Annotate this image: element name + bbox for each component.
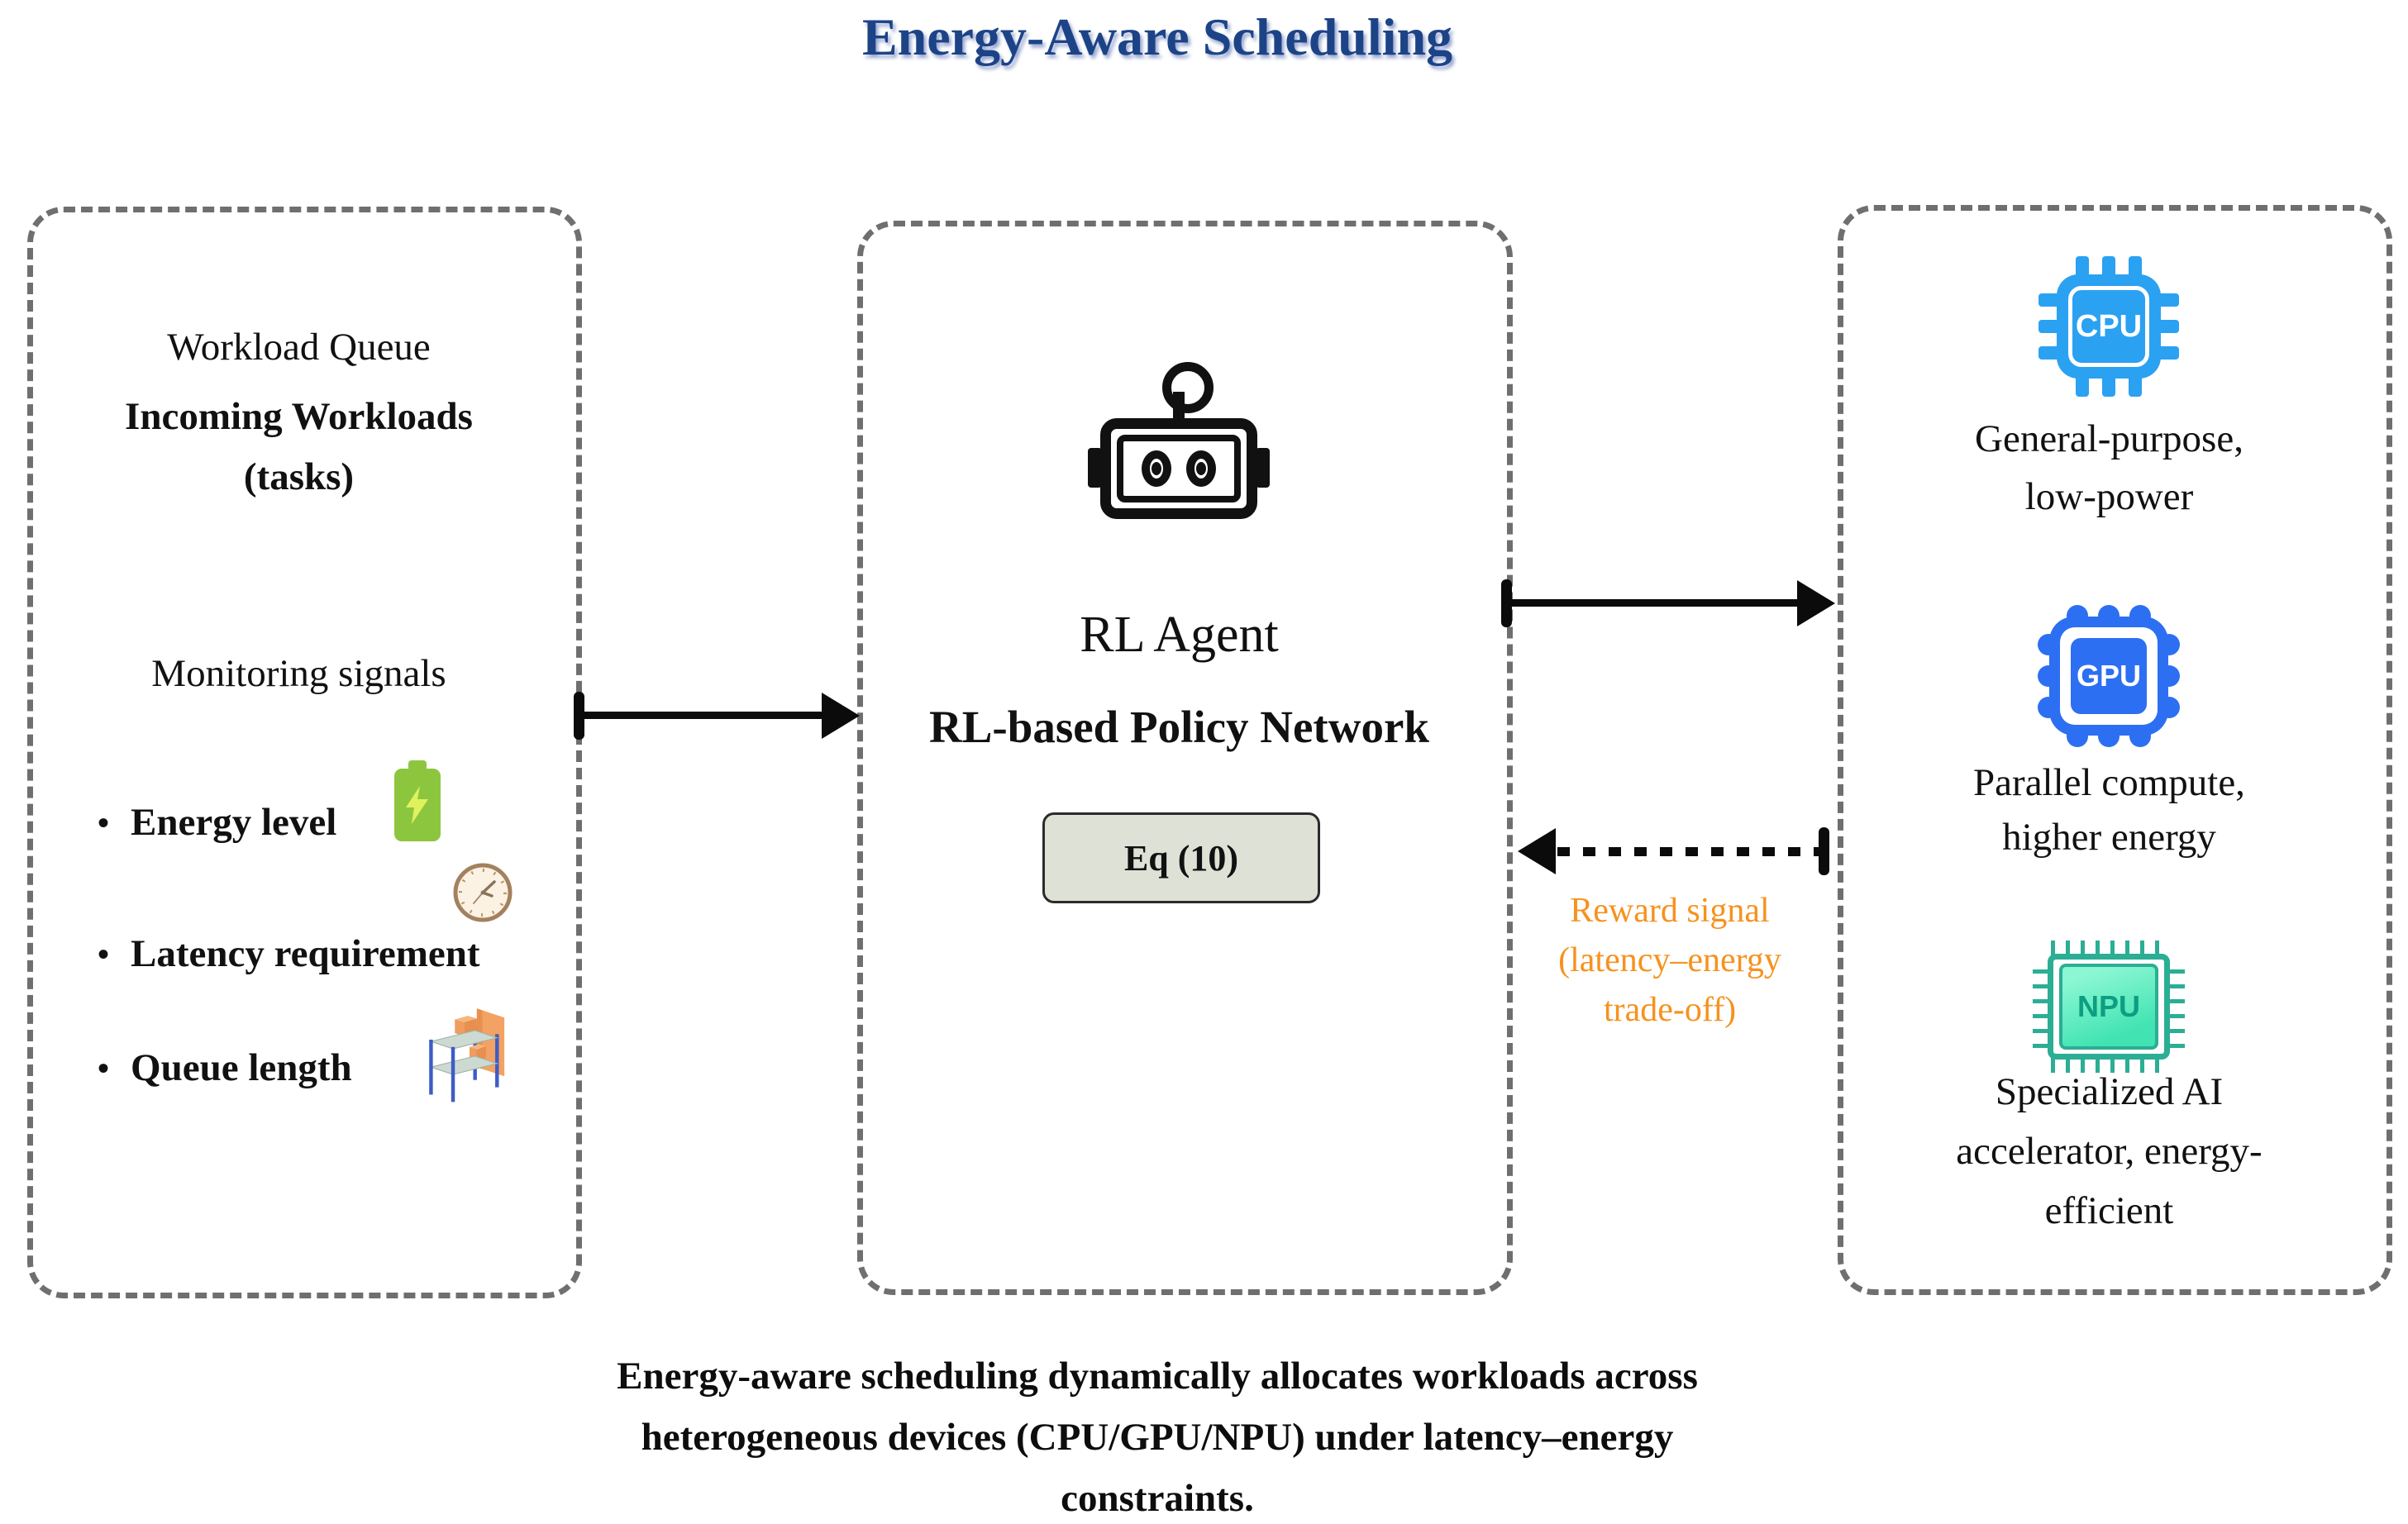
- rl-agent-panel: [857, 221, 1513, 1295]
- robot-ear-right: [1256, 448, 1270, 488]
- figure-caption: Energy-aware scheduling dynamically allo…: [372, 1345, 1943, 1524]
- reward-line1: Reward signal: [1570, 892, 1770, 930]
- cpu-chip-icon: CPU: [2038, 256, 2179, 397]
- npu-chip-core: [2059, 964, 2158, 1050]
- incoming-workloads-line1: Incoming Workloads: [125, 395, 473, 438]
- robot-ear-left: [1088, 448, 1102, 488]
- robot-head: [1100, 418, 1257, 519]
- shelf-icon: [429, 1008, 505, 1103]
- bullet-dot: •: [98, 1049, 110, 1087]
- arrow-head-right: [1797, 580, 1835, 626]
- robot-icon: [1088, 362, 1270, 527]
- robot-eye-left: [1142, 450, 1171, 487]
- workload-queue-heading: Workload Queue: [167, 326, 431, 369]
- battery-icon: [394, 760, 441, 843]
- bullet-dot: •: [98, 935, 110, 973]
- caption-line1: Energy-aware scheduling dynamically allo…: [617, 1355, 1698, 1398]
- robot-antenna-ball: [1162, 362, 1214, 413]
- devices-panel: [1838, 205, 2392, 1295]
- gpu-chip-icon: GPU: [2034, 602, 2183, 750]
- caption-line2: heterogeneous devices (CPU/GPU/NPU) unde…: [641, 1416, 1674, 1459]
- page-title: Energy-Aware Scheduling: [861, 7, 1453, 66]
- incoming-workloads-line2: (tasks): [243, 455, 355, 498]
- bullet-energy-level-label: Energy level: [131, 801, 337, 844]
- robot-antenna-stem: [1173, 392, 1185, 421]
- cpu-chip-ring: [2068, 286, 2149, 367]
- npu-chip-label: NPU: [2077, 989, 2140, 1023]
- gpu-chip-core: [2071, 638, 2147, 714]
- bullet-latency-requirement-label: Latency requirement: [131, 932, 480, 975]
- reward-line3: trade-off): [1603, 991, 1737, 1029]
- equation-label: Eq (10): [1123, 837, 1239, 879]
- gpu-chip-label: GPU: [2076, 659, 2141, 693]
- lightning-bolt-icon: [406, 786, 428, 824]
- policy-network-label: RL-based Policy Network: [929, 702, 1429, 752]
- bullet-queue-length-label: Queue length: [131, 1046, 352, 1089]
- cpu-desc-line1: General-purpose,: [1975, 417, 2243, 460]
- cpu-desc-line2: low-power: [2024, 475, 2194, 518]
- cpu-chip-label: CPU: [2075, 308, 2143, 344]
- rl-agent-label: RL Agent: [1080, 607, 1279, 663]
- bullet-queue-length: • Queue length: [98, 1045, 352, 1090]
- workload-queue-panel: [27, 207, 582, 1298]
- bullet-latency-requirement: • Latency requirement: [98, 931, 480, 976]
- npu-desc-line3: efficient: [2044, 1189, 2174, 1232]
- reward-line2: (latency–energy: [1558, 941, 1781, 979]
- arrow-head-right: [822, 693, 860, 739]
- npu-desc-line2: accelerator, energy-: [1956, 1130, 2263, 1173]
- gpu-desc-line1: Parallel compute,: [1973, 761, 2245, 804]
- caption-line3: constraints.: [1061, 1477, 1254, 1520]
- npu-desc-line1: Specialized AI: [1995, 1070, 2224, 1113]
- reward-signal-label: Reward signal (latency–energy trade-off): [1529, 886, 1810, 1035]
- equation-box: Eq (10): [1042, 812, 1320, 903]
- gpu-desc-line2: higher energy: [2002, 816, 2216, 859]
- arrow-head-left: [1518, 828, 1556, 874]
- battery-body: [394, 769, 441, 841]
- bullet-energy-level: • Energy level: [98, 800, 336, 845]
- bullet-dot: •: [98, 803, 110, 841]
- npu-chip-icon: NPU: [2026, 941, 2191, 1073]
- monitoring-signals-heading: Monitoring signals: [151, 652, 446, 695]
- robot-eye-right: [1186, 450, 1216, 487]
- clock-icon: [453, 863, 513, 922]
- robot-face: [1117, 435, 1241, 502]
- battery-cap: [408, 760, 427, 771]
